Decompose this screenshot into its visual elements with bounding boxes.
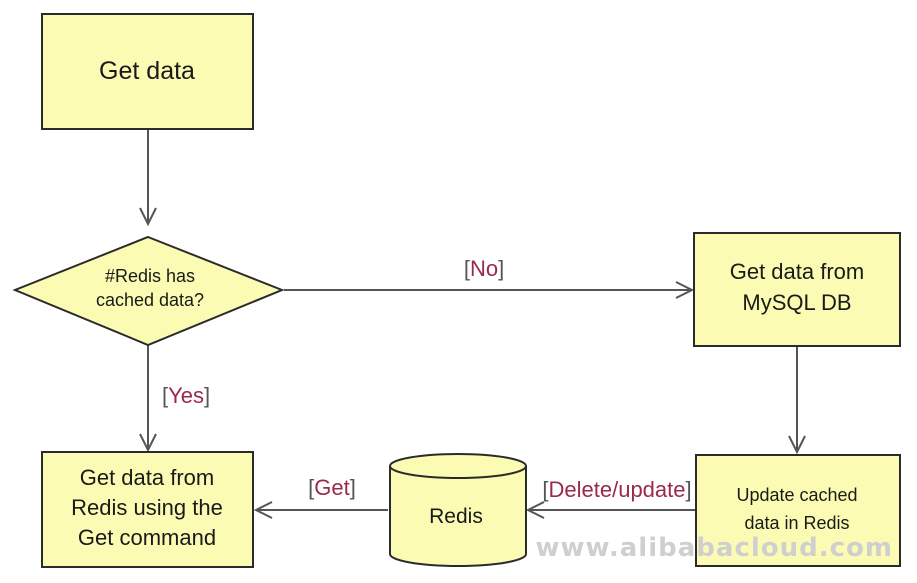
edge-label-no: [No]: [464, 256, 504, 281]
node-get-redis-line-1: Get data from: [80, 465, 215, 490]
node-get-redis-line-2: Redis using the: [71, 495, 223, 520]
edge-label-get-text: Get: [314, 475, 349, 500]
node-redis-store-label: Redis: [429, 505, 483, 528]
node-get-data: Get data: [41, 13, 254, 130]
node-decision-line-2: cached data?: [96, 290, 204, 310]
node-update-cache-line-1: Update cached: [736, 485, 857, 505]
watermark: www.alibabacloud.com: [535, 533, 893, 563]
node-redis-store: Redis: [389, 453, 527, 567]
edge-label-get: [Get]: [308, 475, 356, 500]
edge-label-no-text: No: [470, 256, 498, 281]
node-get-data-line-1: Get data: [99, 57, 195, 85]
node-get-redis: Get data from Redis using the Get comman…: [41, 451, 254, 568]
node-get-redis-line-3: Get command: [78, 525, 216, 550]
node-get-mysql: Get data from MySQL DB: [693, 232, 901, 347]
node-decision-line-1: #Redis has: [105, 266, 195, 286]
edge-label-delete-update: [Delete/update]: [542, 477, 691, 502]
node-get-mysql-line-2: MySQL DB: [742, 290, 851, 315]
node-update-cache-line-2: data in Redis: [744, 513, 849, 533]
node-update-cache: Update cached data in Redis: [695, 454, 901, 567]
node-decision: #Redis has cached data?: [12, 235, 285, 347]
edge-label-delete-update-text: Delete/update: [549, 477, 686, 502]
node-get-mysql-line-1: Get data from: [730, 259, 865, 284]
edge-label-yes-text: Yes: [168, 383, 204, 408]
edge-label-yes: [Yes]: [162, 383, 210, 408]
